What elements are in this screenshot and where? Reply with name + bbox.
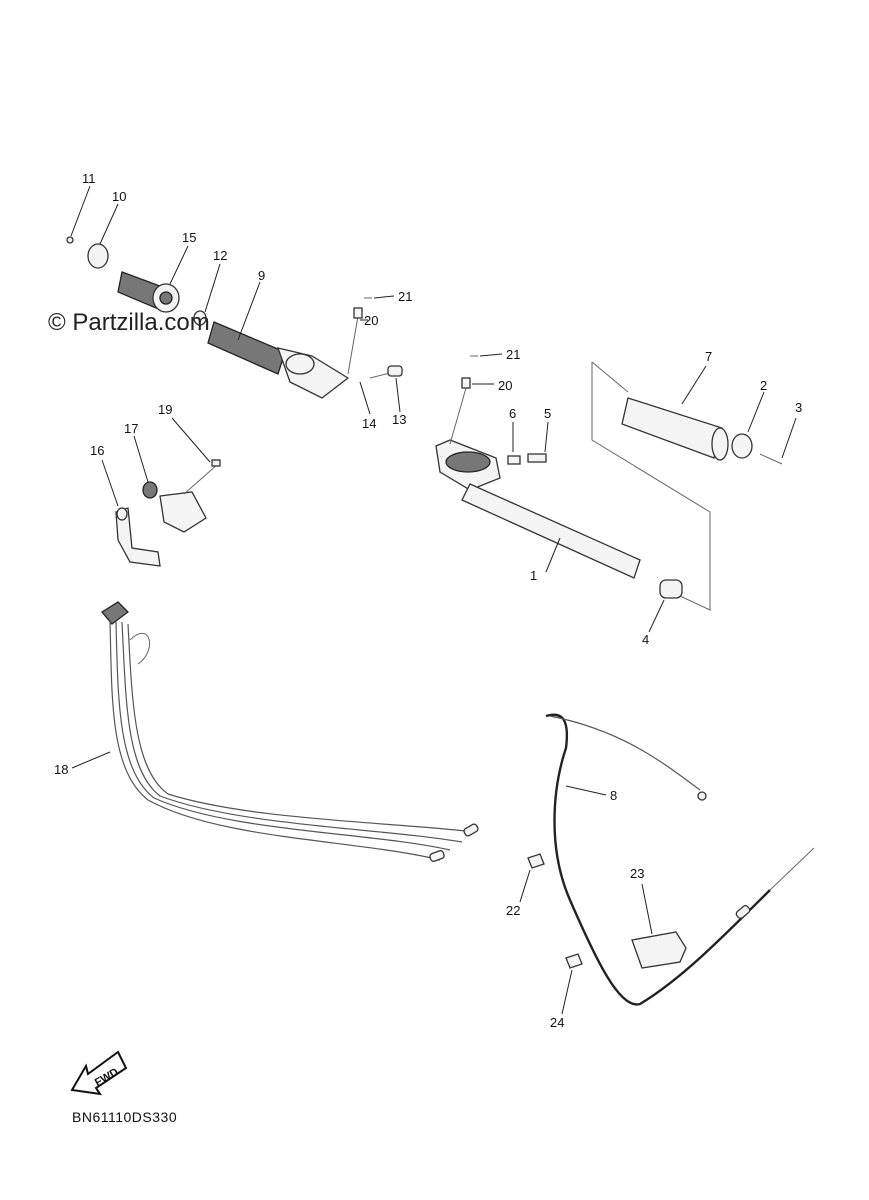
callout-17: 17 (124, 421, 138, 436)
part-16-bracket (115, 507, 161, 567)
callout-23: 23 (630, 866, 644, 881)
part-24-clip (565, 953, 583, 969)
callout-14: 14 (362, 416, 376, 431)
callout-22: 22 (506, 903, 520, 918)
part-20-bolt-right (449, 387, 467, 445)
callout-20-left: 20 (364, 313, 378, 328)
part-11-screw (66, 236, 74, 244)
throttle-grip-assembly (591, 361, 783, 611)
part-3-screw (759, 453, 783, 465)
part-4-collar (659, 579, 683, 599)
part-2-bar-end (731, 433, 753, 459)
callout-1: 1 (530, 568, 537, 583)
callout-21-left: 21 (398, 289, 412, 304)
callout-2: 2 (760, 378, 767, 393)
part-8-cable (545, 713, 771, 1006)
callout-3: 3 (795, 400, 802, 415)
part-20-bolt-left (347, 315, 359, 375)
callout-9: 9 (258, 268, 265, 283)
right-handlebar-assembly (435, 355, 641, 579)
part-19-screw (183, 463, 219, 495)
part-6-bolt (507, 455, 521, 465)
callout-16: 16 (90, 443, 104, 458)
callout-15: 15 (182, 230, 196, 245)
callout-12: 12 (213, 248, 227, 263)
callout-20-right: 20 (498, 378, 512, 393)
callout-numbers: 11 10 15 12 9 21 20 14 13 21 20 6 5 7 2 … (54, 171, 802, 1030)
callout-8: 8 (610, 788, 617, 803)
callout-6: 6 (509, 406, 516, 421)
callout-24: 24 (550, 1015, 564, 1030)
part-5-bolt (527, 453, 547, 463)
part-23-cover (631, 931, 687, 969)
part-17-plate (159, 491, 207, 533)
wire-harness-18 (101, 601, 479, 862)
left-handlebar-assembly (66, 236, 403, 399)
part-12-collar (193, 310, 207, 326)
grip-box-outline (591, 362, 711, 611)
callout-11: 11 (82, 171, 96, 186)
part-17-collar (142, 481, 158, 499)
part-9-handlebar (207, 321, 286, 375)
part-7-grip (621, 397, 723, 459)
part-1-handlebar-tube (461, 483, 641, 579)
callout-21-right: 21 (506, 347, 520, 362)
bracket-assembly (115, 459, 221, 567)
part-10-bar-end (87, 243, 109, 269)
fwd-arrow-icon: FWD (70, 1050, 128, 1096)
callout-4: 4 (642, 632, 649, 647)
callout-5: 5 (544, 406, 551, 421)
part-22-clip (527, 853, 545, 869)
partzilla-watermark: © Partzilla.com (48, 309, 210, 336)
callout-7: 7 (705, 349, 712, 364)
part-9-clamp (276, 347, 350, 399)
part-15-grip (117, 271, 161, 309)
callout-10: 10 (112, 189, 126, 204)
callout-19: 19 (158, 402, 172, 417)
leader-lines (70, 185, 797, 1015)
callout-18: 18 (54, 762, 68, 777)
diagram-code: BN61110DS330 (72, 1109, 177, 1125)
callout-13: 13 (392, 412, 406, 427)
cable-assembly (527, 713, 815, 1006)
